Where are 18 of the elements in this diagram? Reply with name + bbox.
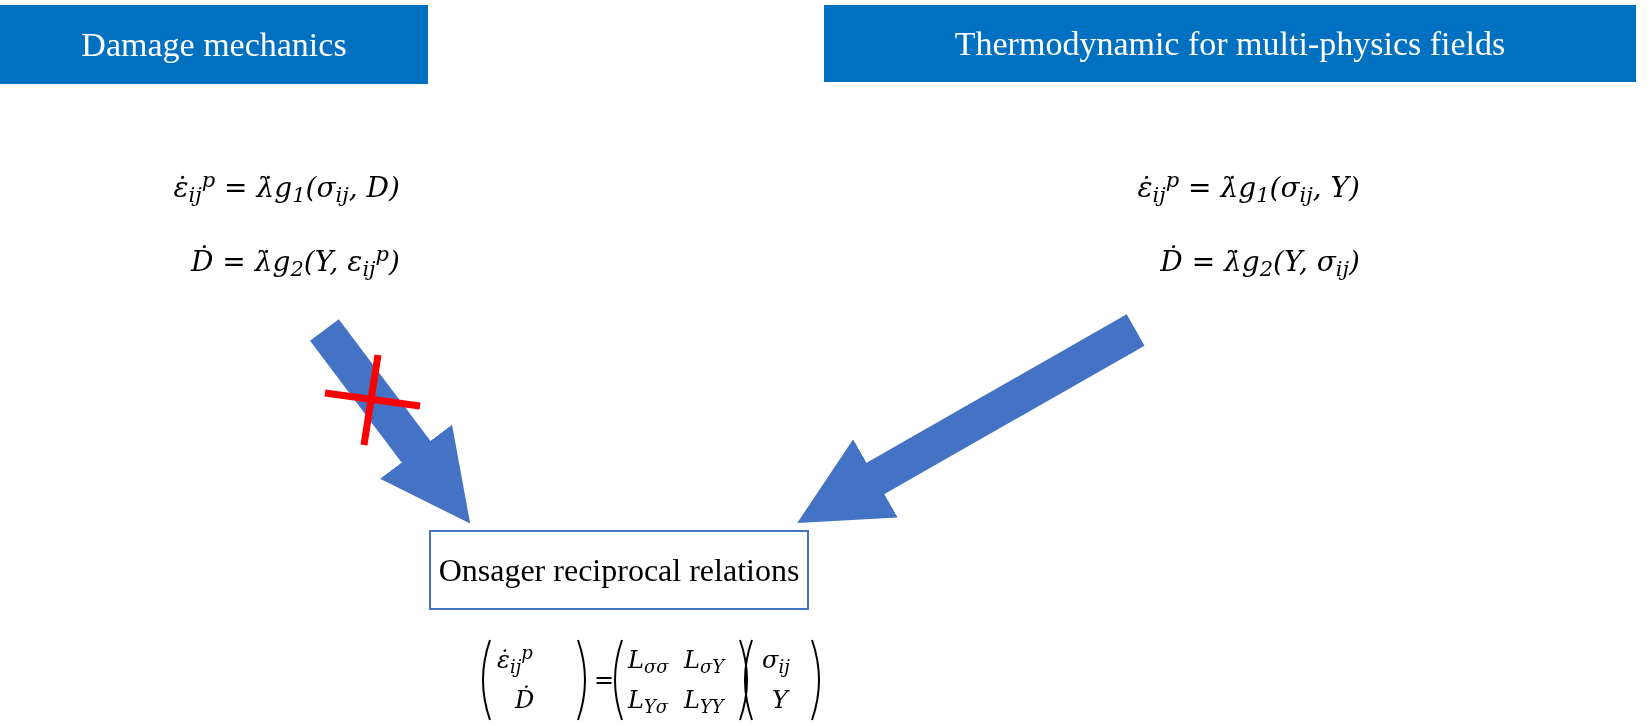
matrix-entry: L$_{σY}$ <box>684 645 725 678</box>
process-box <box>429 530 809 610</box>
matrix-entry: σ$_{ij}$ <box>762 645 790 678</box>
matrix-entry: L$_{Yσ}$ <box>628 685 669 718</box>
matrix-entry: Y <box>772 685 788 716</box>
matrix-entry: L$_{σσ}$ <box>628 645 669 678</box>
matrix-entry: = <box>594 665 615 696</box>
equation: Ḋ = λ̇g$_{2}$(Y, ε$_{ij}$$^{p}$) <box>191 241 400 283</box>
matrix-entry: Ḋ <box>515 684 535 716</box>
header-text: Thermodynamic for multi-physics fields <box>954 24 1506 64</box>
box-text: Onsager reciprocal relations <box>438 551 800 590</box>
equation: ε̇$_{ij}$$^{p}$ = λ̇g$_{1}$(σ$_{ij}$, Y) <box>1137 167 1360 209</box>
equation: ε̇$_{ij}$$^{p}$ = λ̇g$_{1}$(σ$_{ij}$, D) <box>173 167 400 209</box>
matrix-entry: L$_{YY}$ <box>684 685 724 718</box>
equation: Ḋ = λ̇g$_{2}$(Y, σ$_{ij}$) <box>1160 244 1360 283</box>
header-text: Damage mechanics <box>81 25 347 65</box>
header-box <box>824 5 1636 82</box>
header-box <box>0 5 428 84</box>
